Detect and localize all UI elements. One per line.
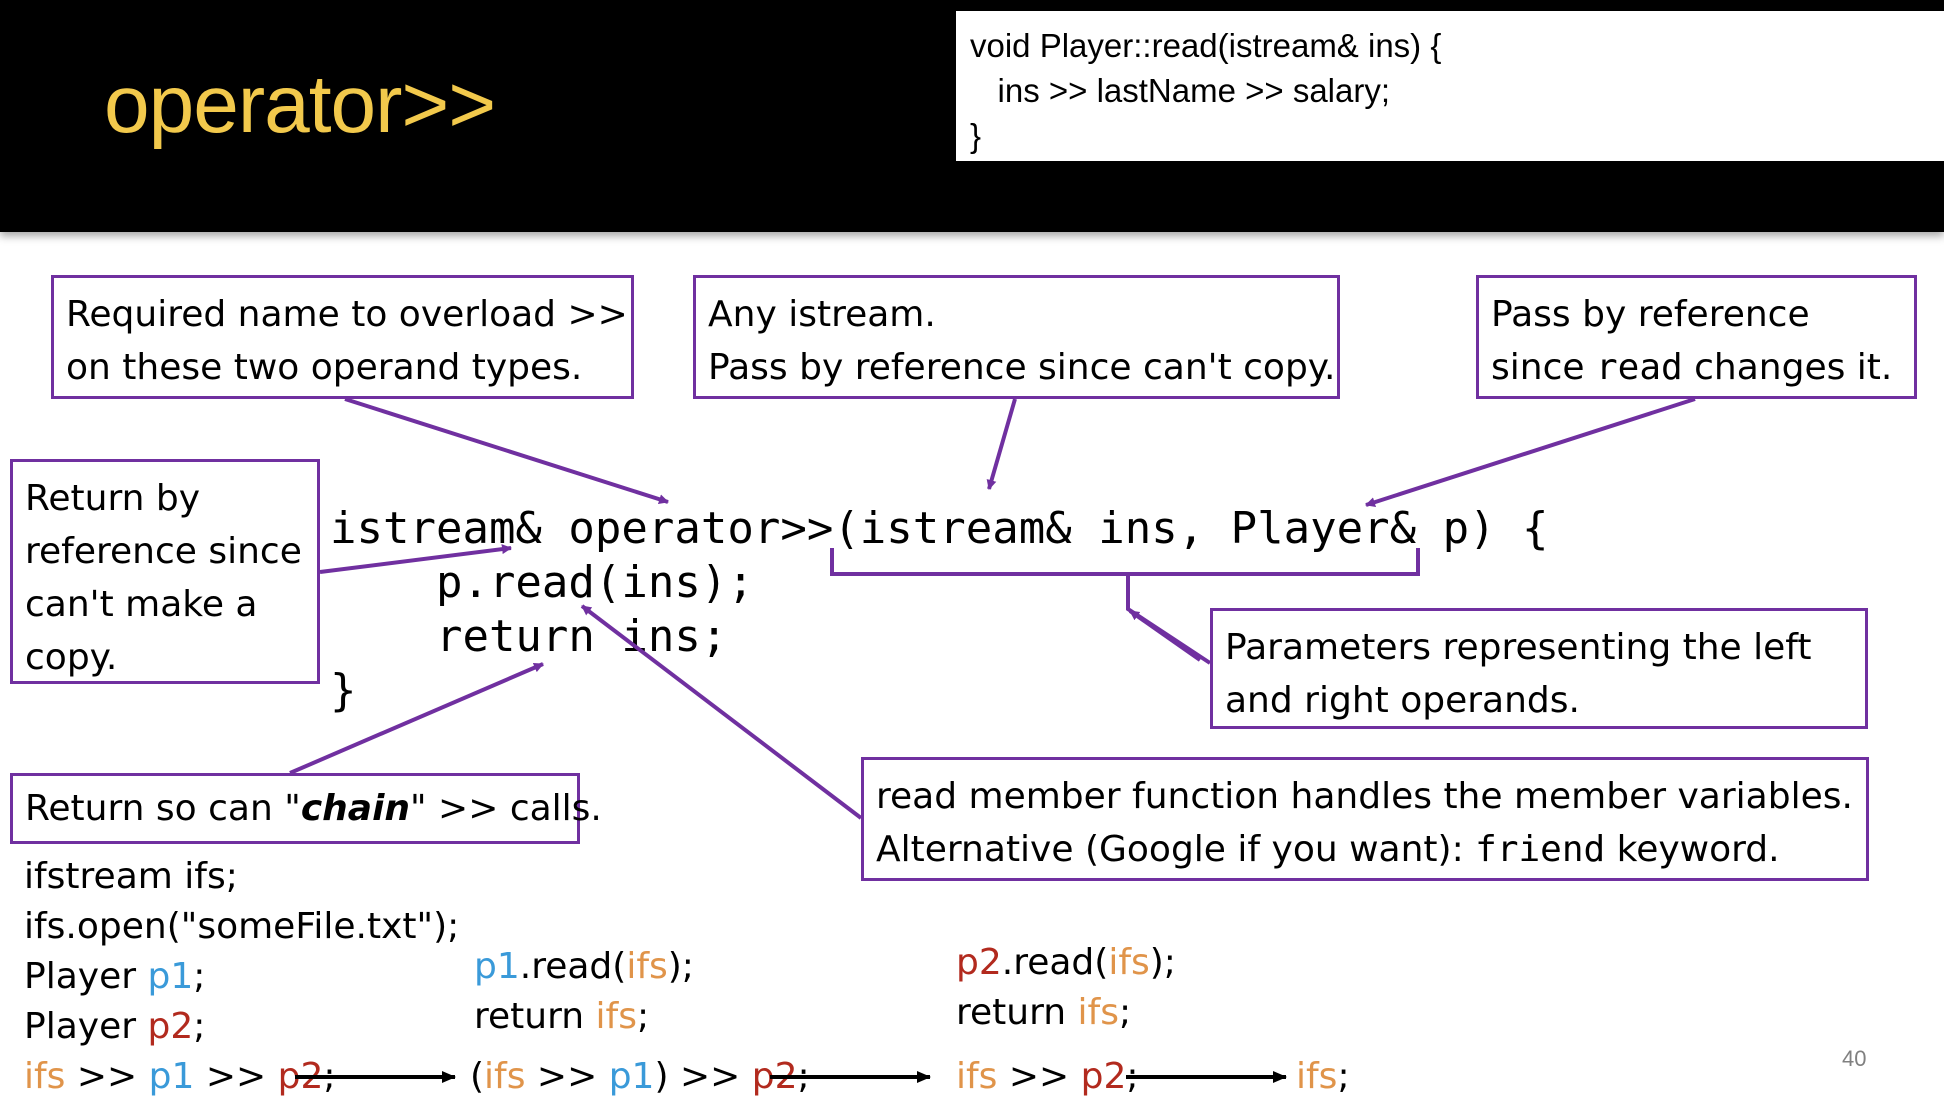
note-read-member: read member function handles the member … [861,757,1869,881]
step1-expression: (ifs >> p1) >> p2; [470,1056,810,1097]
example-chain-expression: ifs >> p1 >> p2; [24,1056,336,1097]
slide-title: operator>> [104,59,496,150]
arrow-parameters-head [1128,609,1202,662]
note-pass-by-reference: Pass by reference since read changes it. [1476,275,1917,399]
step2-read-call: p2.read(ifs); [956,942,1176,983]
step3-expression: ifs; [1296,1056,1350,1097]
read-code-line-1: void Player::read(istream& ins) { [970,27,1442,64]
arrow-pass-by-reference [1365,397,1696,507]
arrow-any-istream [986,398,1017,490]
arrow-read-member [580,604,863,820]
example-decl-p2: Player p2; [24,1006,206,1047]
note-return-by-reference: Return by reference since can't make a c… [10,459,320,684]
example-open-file: ifs.open("someFile.txt"); [24,906,460,947]
note-any-istream: Any istream. Pass by reference since can… [693,275,1340,399]
arrow-required-name [344,397,669,505]
note-chain: Return so can "chain" >> calls. [10,773,602,844]
title-bar: operator>> void Player::read(istream& in… [0,0,1944,232]
operator-code-line-2: p.read(ins); [330,557,754,608]
arrow-parameters [1126,574,1212,665]
step2-expression: ifs >> p2; [956,1056,1139,1097]
step1-read-call: p1.read(ifs); [474,946,694,987]
operator-code-line-3: return ins; [330,611,728,662]
step1-return: return ifs; [474,996,650,1037]
read-function-code-box: void Player::read(istream& ins) { ins >>… [956,11,1944,161]
parameter-bracket [830,548,1420,576]
arrow-chain [289,662,544,775]
operator-code-line-4: } [330,665,357,716]
operator-code-line-1: istream& operator>>(istream& ins, Player… [330,503,1549,554]
example-decl-ifstream: ifstream ifs; [24,856,238,897]
step2-return: return ifs; [956,992,1132,1033]
read-code-line-3: } [970,117,982,154]
example-decl-p1: Player p1; [24,956,206,997]
note-parameters: Parameters representing the left and rig… [1210,608,1868,729]
note-required-name: Required name to overload >> on these tw… [51,275,634,399]
arrow-return-by-reference [319,544,512,574]
page-number: 40 [1842,1046,1867,1071]
read-code-line-2: ins >> lastName >> salary; [970,72,1391,109]
